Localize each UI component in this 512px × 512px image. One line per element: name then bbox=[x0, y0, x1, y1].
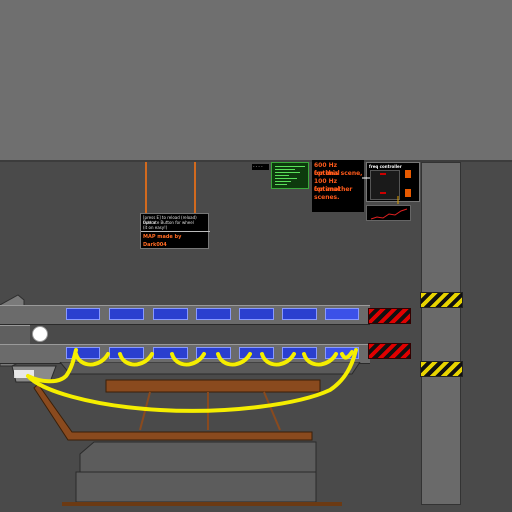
hazard-stripe-lower bbox=[420, 361, 463, 377]
controller-indicator bbox=[380, 192, 386, 194]
ceiling-area bbox=[0, 0, 512, 162]
terminal-line bbox=[275, 172, 300, 173]
frequency-sign: 600 Hz optimal for this scene, 100 Hz op… bbox=[312, 160, 364, 212]
controller-indicator bbox=[380, 173, 386, 175]
info-sign: [press E] to reload (reload) button Oper… bbox=[140, 213, 210, 249]
upper-cell bbox=[282, 308, 317, 320]
terminal-line bbox=[275, 181, 291, 182]
freq-line-2: for this scene, bbox=[314, 170, 363, 177]
upper-cell bbox=[66, 308, 100, 320]
controller-arrows bbox=[362, 177, 399, 204]
terminal-line bbox=[275, 169, 295, 170]
small-label-text: - - - - bbox=[253, 164, 263, 169]
small-label-box: - - - - bbox=[252, 164, 269, 170]
freq-controller-panel: freq controller bbox=[366, 162, 420, 202]
yellow-wire-harness bbox=[26, 348, 358, 413]
freq-graph-icon bbox=[370, 208, 408, 220]
terminal-line bbox=[275, 178, 297, 179]
hanging-wire-right bbox=[194, 162, 196, 214]
freq-down-button[interactable] bbox=[405, 189, 411, 197]
right-pillar bbox=[421, 162, 461, 505]
info-line-2: Operate Button for wheel bbox=[143, 220, 194, 225]
red-hazard-upper bbox=[368, 308, 411, 324]
terminal-line bbox=[275, 175, 289, 176]
author-line-2: Dark004 bbox=[143, 242, 167, 248]
upper-cell bbox=[325, 308, 359, 320]
freq-line-1: 600 Hz optimal bbox=[314, 162, 340, 177]
machine-structure bbox=[11, 362, 361, 506]
red-hazard-lower bbox=[368, 343, 411, 359]
upper-cell bbox=[109, 308, 144, 320]
author-line-1: MAP made by bbox=[143, 234, 182, 240]
sign-divider bbox=[141, 231, 210, 232]
freq-graph-panel bbox=[366, 205, 411, 221]
upper-cell bbox=[196, 308, 231, 320]
terminal-line bbox=[275, 184, 287, 185]
terminal-screen-icon[interactable] bbox=[271, 162, 309, 189]
freq-line-3: 100 Hz optimal bbox=[314, 178, 340, 193]
controller-screen bbox=[370, 170, 400, 200]
freq-line-4: for another bbox=[314, 186, 353, 193]
freq-line-5: scenes. bbox=[314, 194, 340, 201]
terminal-line bbox=[275, 166, 305, 167]
freq-controller-title: freq controller bbox=[369, 164, 402, 169]
info-line-1: [press E] to reload (reload) button bbox=[143, 215, 197, 225]
hazard-stripe-upper bbox=[420, 292, 463, 308]
hanging-wire-left bbox=[145, 162, 147, 214]
white-orb-icon[interactable] bbox=[32, 326, 48, 342]
upper-cell bbox=[153, 308, 188, 320]
upper-cell bbox=[239, 308, 274, 320]
info-line-3: (it on easy!) bbox=[143, 225, 168, 230]
freq-up-button[interactable] bbox=[405, 170, 411, 178]
